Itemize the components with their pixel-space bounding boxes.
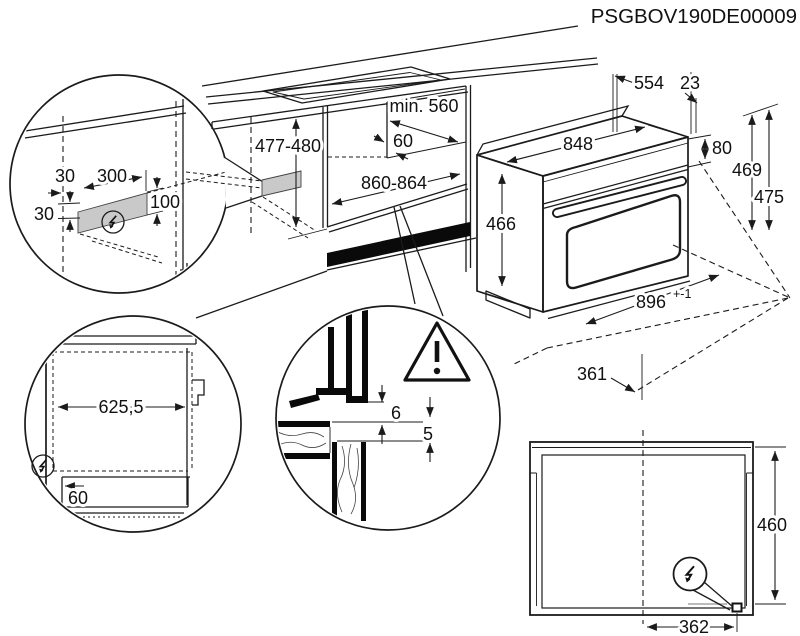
cabinet-niche-drawing: 477-480 min. 560 60 860-864 bbox=[185, 85, 477, 319]
drawing-code: PSGBOV190DE00009 bbox=[591, 5, 797, 28]
wood-grain bbox=[337, 443, 359, 515]
detail-circle-gaps: 6 5 bbox=[275, 305, 501, 531]
dim-connection-offset: 362 bbox=[679, 617, 709, 636]
dim-niche-depth: min. 560 bbox=[389, 96, 458, 116]
connection-zone-shaded-band bbox=[77, 192, 148, 234]
oven-foot bbox=[485, 290, 531, 319]
dim-niche-height-side: 475 bbox=[754, 187, 784, 207]
dim-niche-width: 860-864 bbox=[361, 173, 427, 193]
dim-connection-bottom-offset: 30 bbox=[34, 204, 54, 224]
dim-oven-height-rear: 469 bbox=[732, 160, 762, 180]
warning-triangle-icon bbox=[403, 321, 471, 382]
dim-topview-depth: 460 bbox=[757, 515, 787, 535]
dim-niche-rear-gap: 60 bbox=[393, 131, 413, 151]
oven-back-lip bbox=[476, 104, 630, 156]
connection-zone-on-cabinet bbox=[261, 170, 302, 197]
dim-oven-width: 848 bbox=[563, 134, 593, 154]
oven-flange-section bbox=[346, 308, 368, 403]
hob-cutout-inner bbox=[272, 72, 442, 100]
dim-cutout-width-tolerance: +-1 bbox=[673, 287, 691, 301]
hob-cutout-outer bbox=[262, 66, 451, 104]
dim-oven-height-front: 466 bbox=[486, 214, 516, 234]
dim-bottom-gap: 5 bbox=[423, 424, 433, 444]
dim-top-gap: 6 bbox=[391, 403, 401, 423]
dim-interior-depth: 625,5 bbox=[98, 397, 143, 417]
plinth-black-strip bbox=[327, 222, 470, 267]
detail-circle-connection-area: 30 300 100 30 bbox=[9, 74, 279, 294]
dim-connection-length: 300 bbox=[97, 166, 127, 186]
oven-drawing: 848 554 23 80 469 475 466 896 +-1 361 bbox=[476, 70, 791, 400]
detail-circle-base-cabinet: 625,5 60 bbox=[24, 315, 242, 533]
wood-grain bbox=[278, 431, 327, 448]
mains-connection-point bbox=[731, 602, 743, 613]
electrical-symbol-circle bbox=[101, 210, 125, 234]
mounting-bracket bbox=[192, 379, 205, 406]
dim-base-depth: 361 bbox=[577, 364, 607, 384]
top-view-drawing: 460 362 bbox=[529, 430, 790, 636]
dim-control-panel-height: 80 bbox=[712, 138, 732, 158]
dim-oven-top-depth: 554 bbox=[634, 73, 664, 93]
dim-niche-height: 477-480 bbox=[255, 136, 321, 156]
oven-door-window bbox=[565, 194, 682, 290]
electrical-symbol-circle bbox=[31, 454, 55, 478]
dim-connection-side-offset: 30 bbox=[55, 166, 75, 186]
dim-oven-rear-clearance: 23 bbox=[680, 73, 700, 93]
countertop-drawing bbox=[201, 25, 599, 130]
dim-plinth-recess: 60 bbox=[68, 488, 88, 508]
oven-front-face bbox=[542, 136, 689, 313]
dim-cutout-width: 896 bbox=[636, 292, 666, 312]
dim-connection-height: 100 bbox=[150, 192, 180, 212]
